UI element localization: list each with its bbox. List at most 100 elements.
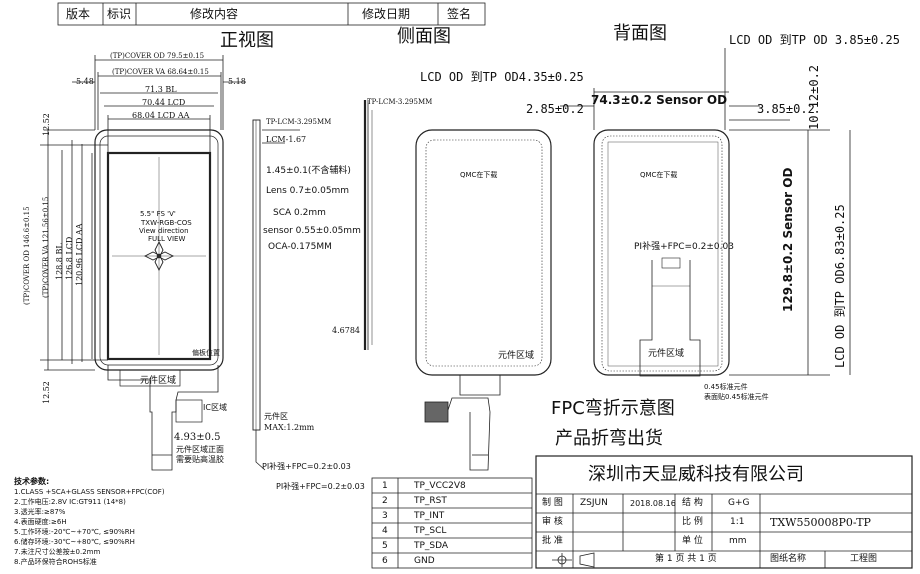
tb-cell: 结 构 bbox=[682, 498, 703, 508]
corner-label: 偏板位置 bbox=[192, 349, 220, 357]
drawing-name-label: 图纸名称 bbox=[770, 554, 807, 564]
tech-item: 8.产品环保符合ROHS标准 bbox=[14, 558, 97, 566]
tb-cell: 制 图 bbox=[542, 498, 563, 508]
side-max: MAX:1.2mm bbox=[264, 423, 315, 432]
tech-item: 3.透光率:≥87% bbox=[14, 508, 66, 516]
title-block-frame bbox=[535, 455, 913, 569]
tech-item: 2.工作电压:2.8V IC:GT911 (14*8) bbox=[14, 498, 126, 506]
side-tp-lcm-b: TP-LCM-3.295MM bbox=[367, 98, 433, 106]
dim-aa-w: 68.04 LCD AA bbox=[132, 111, 190, 120]
side-lcm: LCM-1.67 bbox=[266, 135, 307, 144]
pin-number: 5 bbox=[382, 541, 388, 551]
tb-cell: 审 核 bbox=[542, 517, 563, 527]
side-oca: OCA-0.175MM bbox=[268, 242, 332, 252]
pin-name: TP_SDA bbox=[414, 541, 449, 551]
rev-sign: 签名 bbox=[447, 7, 472, 21]
drawing-type: 工程图 bbox=[850, 554, 878, 564]
tech-item: 1.CLASS +SCA+GLASS SENSOR+FPC(COF) bbox=[14, 488, 165, 496]
part-number: TXW550008P0-TP bbox=[770, 516, 871, 529]
pin-number: 3 bbox=[382, 511, 388, 521]
page-count: 第 1 页 共 1 页 bbox=[655, 554, 717, 564]
side-view-title: 侧面图 bbox=[397, 26, 451, 47]
front-active-area bbox=[106, 151, 212, 361]
tail-note-2: 需要贴高温胶 bbox=[176, 455, 224, 464]
dim-1012: 10.12±0.2 bbox=[807, 64, 821, 130]
screen-label-4: FULL VIEW bbox=[148, 235, 186, 243]
pin-name: GND bbox=[414, 556, 435, 566]
side-tp-lcm-a: TP-LCM-3.295MM bbox=[266, 118, 332, 126]
dim-lcd-tp-c: LCD OD 到TP OD6.83±0.25 bbox=[833, 204, 847, 368]
dim-cover-va-w: (TP)COVER VA 68.64±0.15 bbox=[112, 68, 209, 76]
side-profile bbox=[252, 119, 261, 431]
dim-top-gap: 12.52 bbox=[42, 113, 51, 136]
dim-lcd-w: 70.44 LCD bbox=[142, 98, 186, 107]
dim-bl-h: 128.8 BL bbox=[55, 243, 64, 280]
dim-left-margin: 5.48 bbox=[76, 77, 94, 86]
back-comp-label: 元件区域 bbox=[648, 349, 685, 359]
fpc-view-outline bbox=[415, 129, 552, 376]
front-view-title: 正视图 bbox=[220, 30, 274, 51]
dim-lcd-tp-a: LCD OD 到TP OD4.35±0.25 bbox=[420, 70, 584, 84]
side-sca: SCA 0.2mm bbox=[273, 208, 326, 218]
tb-cell: 单 位 bbox=[682, 536, 703, 546]
pin-number: 2 bbox=[382, 496, 388, 506]
pin-name: TP_VCC2V8 bbox=[414, 481, 466, 491]
tb-cell: ZSJUN bbox=[580, 498, 608, 508]
revision-table-frame bbox=[57, 2, 486, 26]
side-lens: Lens 0.7±0.05mm bbox=[266, 186, 350, 196]
dim-285: 2.85±0.2 bbox=[526, 102, 584, 116]
tb-cell: 比 例 bbox=[682, 517, 703, 527]
pin-number: 4 bbox=[382, 526, 388, 536]
tech-item: 7.未注尺寸公差按±0.2mm bbox=[14, 548, 101, 556]
rev-version: 版本 bbox=[66, 7, 91, 21]
tech-title: 技术参数: bbox=[14, 477, 50, 486]
fpc-comp-label: 元件区域 bbox=[498, 351, 535, 361]
pin-name: TP_RST bbox=[414, 496, 447, 506]
dim-bl-w: 71.3 BL bbox=[145, 85, 177, 94]
side-sensor: sensor 0.55±0.05mm bbox=[263, 226, 361, 236]
dim-lcd-tp-b: LCD OD 到TP OD 3.85±0.25 bbox=[729, 33, 900, 47]
back-qmc-label: QMC在下载 bbox=[640, 171, 678, 179]
pin-name: TP_SCL bbox=[414, 526, 447, 536]
company-name: 深圳市天显威科技有限公司 bbox=[588, 464, 804, 485]
dim-cover-od-w: (TP)COVER OD 79.5±0.15 bbox=[110, 52, 205, 60]
back-note-1: 0.45标准元件 bbox=[704, 383, 748, 391]
back-view-outline bbox=[593, 129, 730, 376]
dim-tail: 4.93±0.5 bbox=[174, 432, 221, 443]
tech-item: 5.工作环境:-20℃~+70℃, ≤90%RH bbox=[14, 528, 135, 536]
side-thickness: 1.45±0.1(不含辅料) bbox=[266, 166, 351, 176]
dim-cover-va-h: (TP)COVER VA 121.56±0.15 bbox=[42, 196, 50, 298]
side-pi-a: PI补强+FPC=0.2±0.03 bbox=[262, 462, 351, 471]
fpc-ship-title: 产品折弯出货 bbox=[555, 428, 663, 449]
dim-bottom-gap: 12.52 bbox=[42, 381, 51, 404]
dim-cover-od-h: (TP)COVER OD 146.6±0.15 bbox=[23, 206, 31, 305]
dim-sensor-od-w: 74.3±0.2 Sensor OD bbox=[591, 93, 728, 107]
tb-cell: 1:1 bbox=[730, 517, 745, 527]
pin-number: 6 bbox=[382, 556, 388, 566]
screen-label-3: View direction bbox=[139, 227, 189, 235]
back-pi-note: PI补强+FPC=0.2±0.03 bbox=[634, 242, 734, 252]
tail-note-1: 元件区域正面 bbox=[176, 445, 224, 454]
tb-cell: 批 准 bbox=[542, 536, 563, 546]
pin-number: 1 bbox=[382, 481, 388, 491]
tb-cell: mm bbox=[729, 536, 747, 546]
screen-label-2: TXW-RGB-COS bbox=[141, 219, 192, 227]
side-comp: 元件区 bbox=[264, 412, 288, 421]
rev-date: 修改日期 bbox=[362, 7, 411, 21]
ic-zone-label: IC区域 bbox=[203, 403, 227, 412]
fpc-qmc-label: QMC在下载 bbox=[460, 171, 498, 179]
tech-item: 6.储存环境:-30℃~+80℃, ≤90%RH bbox=[14, 538, 135, 546]
tech-item: 4.表面硬度:≥6H bbox=[14, 518, 67, 526]
screen-label-1: 5.5" FS 'V' bbox=[140, 210, 176, 218]
tb-cell: 2018.08.16 bbox=[630, 499, 676, 508]
dim-right-margin: 5.18 bbox=[228, 77, 246, 86]
dim-lcd-h: 126.8 LCD bbox=[65, 236, 74, 280]
pin-name: TP_INT bbox=[414, 511, 445, 521]
rev-mark: 标识 bbox=[107, 7, 132, 21]
side-height: 4.6784 bbox=[332, 326, 360, 335]
back-view-title: 背面图 bbox=[613, 23, 667, 44]
back-note-2: 表面贴0.45标准元件 bbox=[704, 393, 769, 401]
rev-content: 修改内容 bbox=[190, 7, 239, 21]
view-direction-mark bbox=[143, 240, 175, 272]
